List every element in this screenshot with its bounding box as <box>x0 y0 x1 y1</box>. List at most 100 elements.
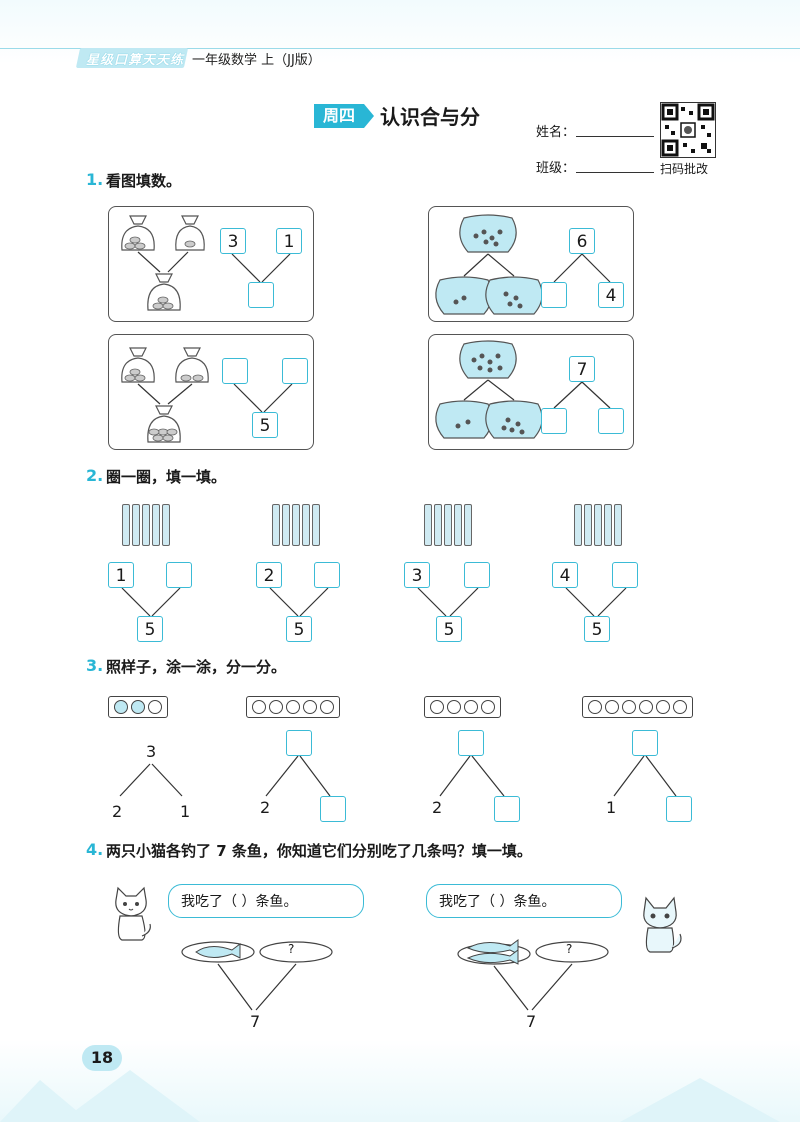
stick <box>444 504 452 546</box>
q4-left-plates <box>181 941 333 1011</box>
fishbowls-illustration <box>435 340 611 439</box>
stick <box>282 504 290 546</box>
q2-g3-right-box[interactable] <box>464 562 490 588</box>
empty-circle[interactable] <box>286 700 300 714</box>
q3-g2-top-box[interactable] <box>286 730 312 756</box>
stick <box>302 504 310 546</box>
q1-p2-bottom-left-box[interactable] <box>541 282 567 308</box>
q1-p1-top-right-box[interactable]: 1 <box>276 228 302 254</box>
qr-code-icon <box>661 103 715 157</box>
money-bags-illustration <box>121 347 293 443</box>
name-label: 姓名： <box>536 125 576 140</box>
header-rule <box>0 48 800 49</box>
empty-circle[interactable] <box>656 700 670 714</box>
q2-g1-left-box[interactable]: 1 <box>108 562 134 588</box>
sticks-group-1[interactable] <box>122 504 170 546</box>
empty-circle[interactable] <box>673 700 687 714</box>
speech-bubble-left[interactable]: 我吃了（ ）条鱼。 <box>168 884 364 918</box>
q4-right-plates <box>457 939 609 1011</box>
q3-g1-top: 3 <box>146 742 157 761</box>
q1-p3-bottom-box[interactable]: 5 <box>252 412 278 438</box>
empty-circle[interactable] <box>464 700 478 714</box>
circle-row <box>246 696 340 718</box>
q2-g2-bottom-box[interactable]: 5 <box>286 616 312 642</box>
name-field[interactable] <box>576 136 654 137</box>
empty-circle[interactable] <box>430 700 444 714</box>
q1-p1-top-left-box[interactable]: 3 <box>220 228 246 254</box>
day-badge: 周四 <box>314 104 364 128</box>
empty-circle[interactable] <box>622 700 636 714</box>
q1-number: 1. <box>86 170 104 189</box>
circle-row <box>424 696 501 718</box>
q1-p3-top-left-box[interactable] <box>222 358 248 384</box>
q3-branch-lines <box>119 755 677 797</box>
stick <box>142 504 150 546</box>
q1-p2-bottom-right-box[interactable]: 4 <box>598 282 624 308</box>
q1-p4-bottom-right-box[interactable] <box>598 408 624 434</box>
money-bags-illustration <box>121 215 291 311</box>
empty-circle[interactable] <box>481 700 495 714</box>
q2-g4-bottom-box[interactable]: 5 <box>584 616 610 642</box>
q1-p1-bottom-box[interactable] <box>248 282 274 308</box>
q2-g1-right-box[interactable] <box>166 562 192 588</box>
stick <box>424 504 432 546</box>
q4-number: 4. <box>86 840 104 859</box>
day-badge-arrow <box>364 104 374 128</box>
sticks-group-2[interactable] <box>272 504 320 546</box>
q3-g3-right-box[interactable] <box>494 796 520 822</box>
q2-branch-lines <box>121 587 627 617</box>
stick <box>454 504 462 546</box>
empty-circle[interactable] <box>639 700 653 714</box>
q1-text: 看图填数。 <box>106 172 182 190</box>
q4-text: 两只小猫各钓了 7 条鱼，你知道它们分别吃了几条吗？填一填。 <box>106 842 532 860</box>
q4-right-question-mark: ? <box>566 942 573 956</box>
empty-circle[interactable] <box>148 700 162 714</box>
empty-circle[interactable] <box>588 700 602 714</box>
stick <box>604 504 612 546</box>
q1-p4-top-box[interactable]: 7 <box>569 356 595 382</box>
stick <box>272 504 280 546</box>
empty-circle[interactable] <box>269 700 283 714</box>
q1-p2-top-box[interactable]: 6 <box>569 228 595 254</box>
q4-right-total: 7 <box>526 1012 537 1031</box>
sticks-group-3[interactable] <box>424 504 472 546</box>
cat-icon <box>643 896 682 953</box>
qr-code[interactable] <box>660 102 716 158</box>
stick <box>132 504 140 546</box>
empty-circle[interactable] <box>252 700 266 714</box>
q3-g3-top-box[interactable] <box>458 730 484 756</box>
q2-g4-right-box[interactable] <box>612 562 638 588</box>
q3-g2-right-box[interactable] <box>320 796 346 822</box>
empty-circle[interactable] <box>320 700 334 714</box>
stick <box>292 504 300 546</box>
q2-g2-right-box[interactable] <box>314 562 340 588</box>
lesson-title: 认识合与分 <box>380 105 480 129</box>
q3-g4-top-box[interactable] <box>632 730 658 756</box>
q2-g3-left-box[interactable]: 3 <box>404 562 430 588</box>
q4-left-question-mark: ? <box>288 942 295 956</box>
q2-g4-left-box[interactable]: 4 <box>552 562 578 588</box>
empty-circle[interactable] <box>605 700 619 714</box>
q2-g2-left-box[interactable]: 2 <box>256 562 282 588</box>
stick <box>122 504 130 546</box>
filled-circle[interactable] <box>114 700 128 714</box>
empty-circle[interactable] <box>447 700 461 714</box>
q1-p4-bottom-left-box[interactable] <box>541 408 567 434</box>
q2-g1-bottom-box[interactable]: 5 <box>137 616 163 642</box>
sticks-group-4[interactable] <box>574 504 622 546</box>
stick <box>614 504 622 546</box>
class-field[interactable] <box>576 172 654 173</box>
q3-g2-left: 2 <box>260 798 271 817</box>
q1-p3-top-right-box[interactable] <box>282 358 308 384</box>
q2-g3-bottom-box[interactable]: 5 <box>436 616 462 642</box>
speech-bubble-right[interactable]: 我吃了（ ）条鱼。 <box>426 884 622 918</box>
stick <box>574 504 582 546</box>
q3-g3-left: 2 <box>432 798 443 817</box>
filled-circle[interactable] <box>131 700 145 714</box>
empty-circle[interactable] <box>303 700 317 714</box>
circle-row <box>108 696 168 718</box>
stick <box>152 504 160 546</box>
q3-text: 照样子，涂一涂，分一分。 <box>106 658 287 676</box>
q3-g4-right-box[interactable] <box>666 796 692 822</box>
stick <box>434 504 442 546</box>
